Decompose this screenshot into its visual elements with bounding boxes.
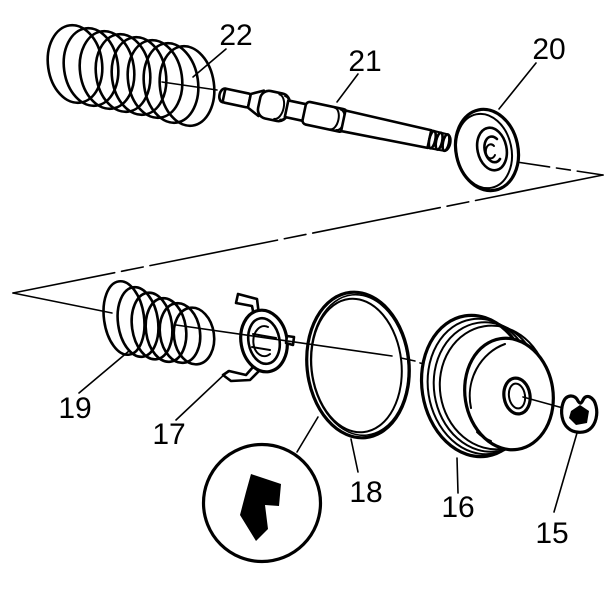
axis-dashes [400,357,425,365]
callout-15-leader [553,432,578,513]
spring-coil [158,301,202,365]
detail-leader-line [296,416,319,453]
hole-to-clip-line [522,396,564,409]
o-ring-seal [305,290,411,440]
e-clip-center [569,405,589,425]
piston-cover [419,313,564,459]
o-ring-inner [310,297,403,434]
spring-coil [102,279,146,357]
spring-coil [172,306,216,366]
separator-lines [12,160,604,314]
callout-20-label: 20 [532,33,565,66]
disc-outer [453,107,521,193]
spring-axis-line [161,81,218,91]
large-coil-spring [46,23,218,128]
retainer-disc [453,107,521,193]
groove-outline [426,129,449,152]
callout-17-leader [175,370,229,421]
retainer-inner-arc [252,325,271,358]
dome-highlight-arc [468,343,506,409]
direction-arrow-icon [240,474,281,541]
separator-lower-left [12,292,113,314]
callout-18-label: 18 [349,476,382,509]
shaft-tip-rod [221,87,252,109]
callout-19-label: 19 [58,392,91,425]
shaft-taper [339,109,433,150]
e-clip [560,394,599,434]
cylinder-arc [329,106,340,131]
disc-mid-ring [475,126,509,172]
spring-coil [130,291,174,361]
piston-hole-inner [507,382,527,410]
spring-coil [144,296,188,364]
valve-shaft [218,87,452,153]
spring-coil [142,41,200,125]
spring-retainer-clip [221,292,296,383]
callouts: 22 21 20 19 17 18 16 15 [58,19,578,550]
callout-16-label: 16 [441,491,474,524]
spring-coil [116,285,160,359]
callout-18-leader [350,438,359,473]
axis-main [175,324,393,357]
direction-detail [201,416,323,564]
small-coil-spring [102,279,216,366]
shaft-end-cap [443,133,452,152]
callout-21-label: 21 [348,45,381,78]
disc-inner-detail [484,143,496,160]
callout-17-label: 17 [152,418,185,451]
callout-20-leader [498,62,537,110]
retainer-slot-lines [251,333,277,351]
callout-15-label: 15 [535,517,568,550]
disc-rim [454,112,514,190]
callout-19-leader [78,350,130,394]
retainer-bottom-tab [221,365,261,383]
callout-16-leader [456,457,459,494]
callout-22-leader [192,48,227,78]
o-ring-outer [305,290,411,440]
dome-lower-arc [476,431,492,442]
spring-coil [158,44,216,128]
separator-upper-right [509,160,604,176]
callout-21-leader [336,73,359,103]
separator-long-diagonal [12,174,604,294]
callout-22-label: 22 [219,19,252,52]
disc-inner-snap-ring [483,135,502,164]
